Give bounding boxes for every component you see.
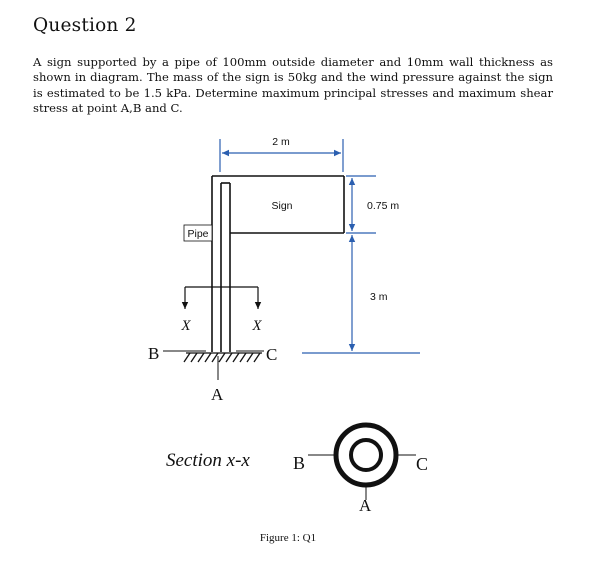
- pipe-label-box: [183, 224, 213, 242]
- pipe-cross-section: [308, 422, 416, 500]
- ground-support: [183, 352, 262, 363]
- section-mark-right: X: [251, 318, 262, 334]
- sign-and-pipe: [211, 175, 345, 352]
- section-point-b: B: [293, 453, 305, 473]
- point-a-label: A: [211, 385, 224, 404]
- section-point-c: C: [416, 454, 428, 474]
- sign-height-label: 0.75 m: [367, 200, 399, 212]
- sign-label: Sign: [271, 200, 292, 212]
- figure-caption: Figure 1: Q1: [260, 532, 316, 544]
- question-title: Question 2: [33, 15, 137, 36]
- pipe-label: Pipe: [187, 228, 208, 240]
- section-point-a: A: [359, 496, 372, 515]
- point-b-label: B: [148, 344, 159, 363]
- pole-height-label: 3 m: [370, 291, 388, 303]
- width-label: 2 m: [272, 136, 290, 148]
- sign-height-dimension: [346, 175, 376, 234]
- section-title: Section x-x: [166, 450, 250, 471]
- question-body: A sign supported by a pipe of 100mm outs…: [33, 55, 553, 115]
- point-c-label: C: [266, 345, 277, 364]
- width-dimension: [219, 139, 344, 172]
- section-mark-left: X: [180, 318, 191, 334]
- section-cut-marks: [181, 286, 262, 309]
